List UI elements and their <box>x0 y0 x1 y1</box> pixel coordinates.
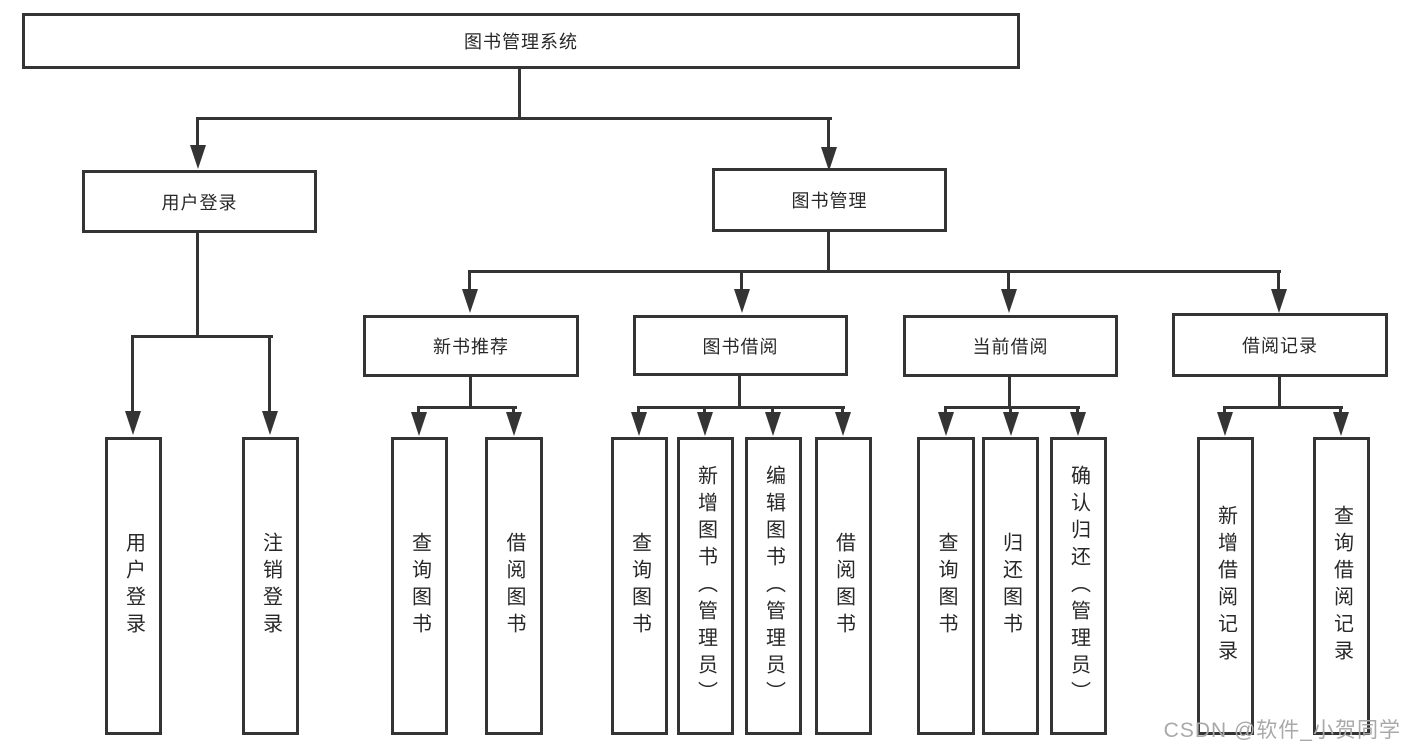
arrow-down-icon <box>262 411 278 435</box>
leaf-user-login: 用户登录 <box>105 437 162 735</box>
node-label: 查询图书 <box>935 532 957 640</box>
arrow-down-icon <box>1333 412 1349 436</box>
node-label: 新增图书（管理员） <box>694 464 717 708</box>
connector-line <box>637 406 640 415</box>
arrow-down-icon <box>1070 412 1086 436</box>
connector-line <box>468 270 1281 273</box>
leaf-logout: 注销登录 <box>242 437 299 735</box>
connector-line <box>1339 406 1342 415</box>
connector-line <box>131 335 134 414</box>
connector-line <box>738 375 741 409</box>
arrow-down-icon <box>1217 412 1233 436</box>
connector-line <box>268 335 271 414</box>
arrow-down-icon <box>506 412 522 436</box>
leaf-add-books-admin: 新增图书（管理员） <box>677 437 734 735</box>
arrow-down-icon <box>1003 412 1019 436</box>
connector-line <box>944 406 947 415</box>
node-label: 用户登录 <box>161 192 238 213</box>
arrow-down-icon <box>631 412 647 436</box>
connector-line <box>827 231 830 273</box>
node-label: 新书推荐 <box>433 337 509 357</box>
arrow-down-icon <box>938 412 954 436</box>
connector-line <box>771 406 774 415</box>
node-book-borrowing: 图书借阅 <box>633 315 848 376</box>
connector-line <box>841 406 844 415</box>
node-label: 查询借阅记录 <box>1330 505 1353 667</box>
node-label: 借阅图书 <box>503 532 525 640</box>
node-label: 确认归还（管理员） <box>1067 464 1090 708</box>
connector-line <box>518 68 521 120</box>
node-label: 用户登录 <box>122 532 145 640</box>
connector-line <box>827 117 830 147</box>
node-label: 图书借阅 <box>702 336 779 357</box>
leaf-confirm-return-admin: 确认归还（管理员） <box>1050 437 1107 735</box>
connector-line <box>468 270 471 292</box>
leaf-borrow-books-recommend: 借阅图书 <box>485 437 543 735</box>
connector-line <box>1007 270 1010 292</box>
connector-line <box>637 406 845 409</box>
node-label: 查询图书 <box>408 532 431 640</box>
arrow-down-icon <box>190 145 206 169</box>
node-label: 当前借阅 <box>972 337 1049 357</box>
node-label: 注销登录 <box>259 532 282 640</box>
connector-line <box>196 117 199 147</box>
leaf-edit-books-admin: 编辑图书（管理员） <box>745 437 802 735</box>
leaf-return-books: 归还图书 <box>982 437 1039 735</box>
arrow-down-icon <box>765 412 781 436</box>
connector-line <box>1223 406 1226 415</box>
arrow-down-icon <box>125 411 141 435</box>
connector-line <box>1278 376 1281 409</box>
node-current-borrowing: 当前借阅 <box>903 315 1118 377</box>
leaf-query-books-borrowing: 查询图书 <box>611 437 668 735</box>
node-label: 编辑图书（管理员） <box>762 464 785 708</box>
node-user-login: 用户登录 <box>82 170 317 233</box>
connector-line <box>512 406 515 415</box>
connector-line <box>740 270 743 292</box>
connector-line <box>944 406 1080 409</box>
connector-line <box>1277 270 1280 292</box>
arrow-down-icon <box>1271 289 1287 313</box>
arrow-down-icon <box>734 289 750 313</box>
arrow-down-icon <box>821 147 837 171</box>
connector-line <box>1009 406 1012 415</box>
connector-line <box>196 117 832 120</box>
arrow-down-icon <box>411 412 427 436</box>
connector-line <box>131 335 273 338</box>
node-label: 新增借阅记录 <box>1214 505 1237 667</box>
leaf-query-books-recommend: 查询图书 <box>391 437 448 735</box>
node-label: 归还图书 <box>999 532 1022 640</box>
arrow-down-icon <box>835 412 851 436</box>
arrow-down-icon <box>1001 289 1017 313</box>
connector-line <box>1223 406 1343 409</box>
leaf-borrow-books: 借阅图书 <box>815 437 872 735</box>
node-label: 借阅记录 <box>1242 336 1318 356</box>
connector-line <box>703 406 706 415</box>
node-label: 图书管理系统 <box>464 32 578 52</box>
connector-line <box>417 406 420 415</box>
connector-line <box>417 406 517 409</box>
leaf-query-books-current: 查询图书 <box>917 437 975 735</box>
leaf-add-borrow-record: 新增借阅记录 <box>1197 437 1254 735</box>
node-borrowing-records: 借阅记录 <box>1172 313 1388 377</box>
connector-line <box>196 232 199 338</box>
node-label: 借阅图书 <box>832 532 855 640</box>
node-library-management-system: 图书管理系统 <box>22 13 1020 69</box>
connector-line <box>1076 406 1079 415</box>
node-label: 图书管理 <box>791 191 868 211</box>
node-label: 查询图书 <box>628 532 651 640</box>
watermark: CSDN @软件_小贺同学 <box>1163 719 1401 742</box>
node-new-book-recommendation: 新书推荐 <box>363 315 579 377</box>
leaf-query-borrow-record: 查询借阅记录 <box>1313 437 1370 735</box>
node-book-management: 图书管理 <box>712 168 947 232</box>
connector-line <box>1008 376 1011 409</box>
arrow-down-icon <box>697 412 713 436</box>
arrow-down-icon <box>462 289 478 313</box>
connector-line <box>469 376 472 409</box>
